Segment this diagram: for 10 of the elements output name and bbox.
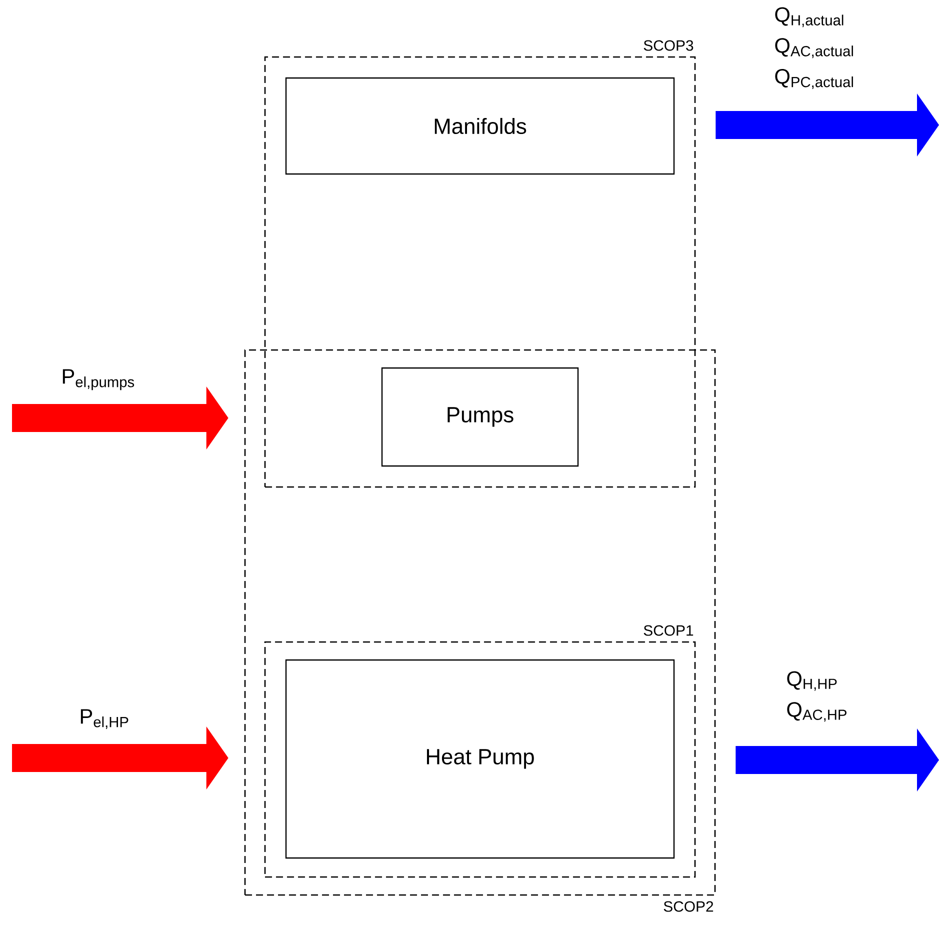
component-box: Heat Pump — [285, 659, 675, 859]
boundary-label: SCOP2 — [664, 901, 714, 912]
component-box: Manifolds — [285, 77, 675, 175]
boundary-label: SCOP1 — [644, 625, 694, 636]
boundary-label: SCOP3 — [644, 40, 694, 51]
edge-label: P$_{el,HP}$ — [80, 709, 128, 729]
edge-label: P$_{el,pumps}$ — [62, 369, 134, 390]
edge-label: Q$_{H,HP}$ Q$_{AC,HP}$ — [787, 671, 846, 722]
edge-label: Q$_{H,actual}$ Q$_{AC,actual}$ Q$_{PC,actual}$ — [775, 7, 853, 89]
component-box: Pumps — [381, 367, 579, 467]
